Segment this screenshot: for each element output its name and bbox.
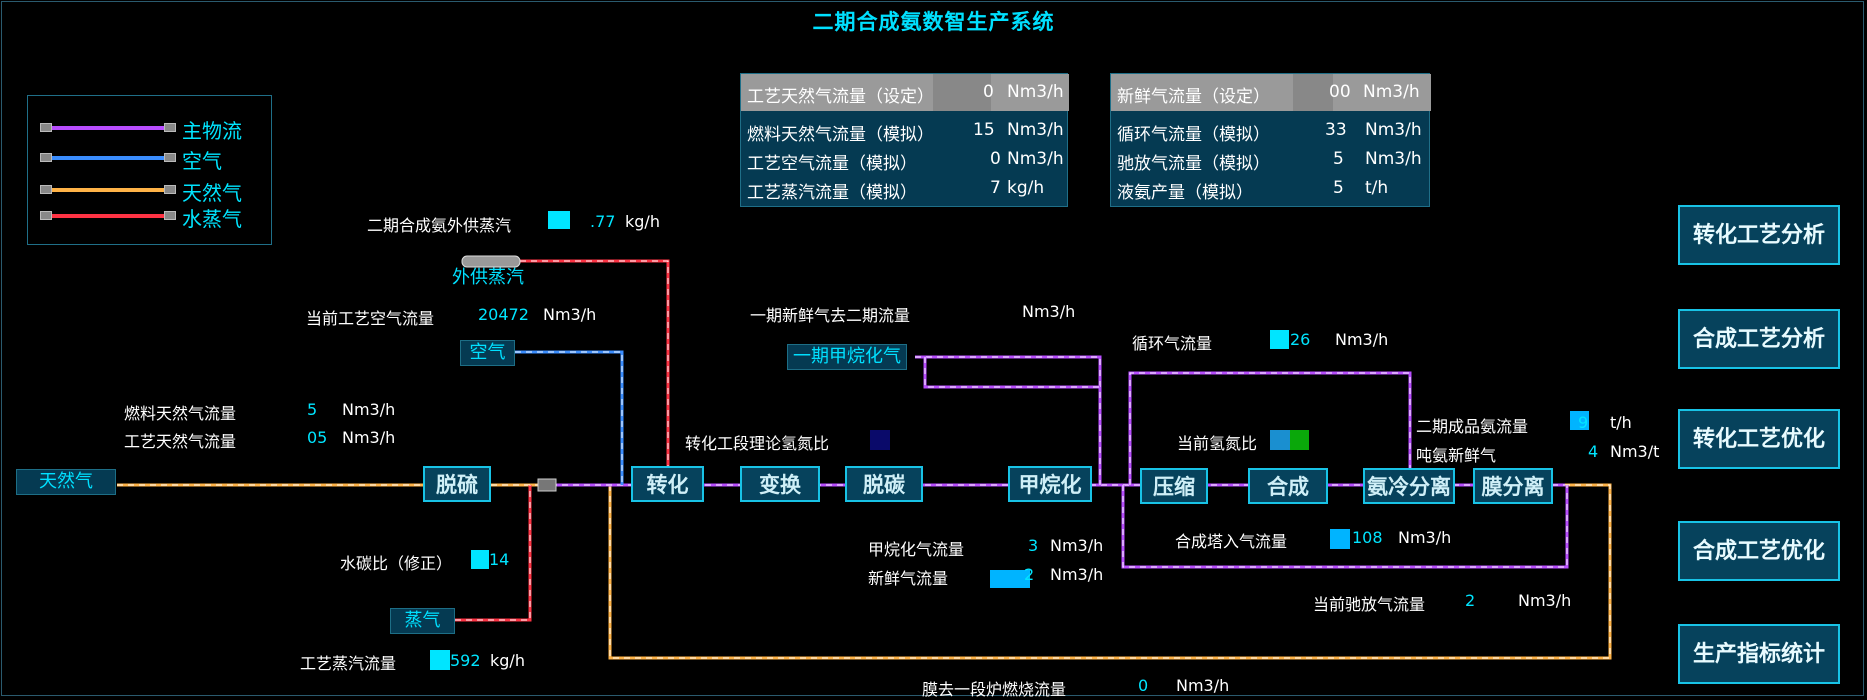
page-title: 二期合成氨数智生产系统 xyxy=(812,10,1055,34)
h2n2-current-box-b xyxy=(1290,430,1309,450)
btn-production-statistics[interactable]: 生产指标统计 xyxy=(1678,624,1840,684)
product-ammonia-box xyxy=(1570,411,1589,430)
btn-reforming-analysis[interactable]: 转化工艺分析 xyxy=(1678,205,1840,265)
legend-natural-gas: 天然气 xyxy=(40,177,262,205)
recycle-flow-box xyxy=(1270,330,1289,349)
unit-synthesis[interactable]: 合成 xyxy=(1248,468,1328,504)
unit-ammonia-separation[interactable]: 氨冷分离 xyxy=(1363,468,1455,504)
valve-icon xyxy=(537,478,557,492)
unit-methanation[interactable]: 甲烷化 xyxy=(1008,466,1092,502)
unit-reforming[interactable]: 转化 xyxy=(631,466,704,502)
process-steam-box xyxy=(430,650,450,670)
tag-air[interactable]: 空气 xyxy=(460,340,515,366)
panel-process-sim: 工艺天然气流量（设定） 0 Nm3/h 燃料天然气流量（模拟） 15 Nm3/h… xyxy=(740,73,1069,207)
h2n2-theory-box xyxy=(870,430,890,450)
unit-compression[interactable]: 压缩 xyxy=(1140,468,1208,504)
air-line xyxy=(515,350,624,485)
synth-inlet-box xyxy=(1330,529,1350,549)
steam-export-label: 二期合成氨外供蒸汽 xyxy=(367,216,512,235)
steam-export-box xyxy=(548,211,570,229)
legend-steam: 水蒸气 xyxy=(40,203,262,231)
panel-header[interactable]: 工艺天然气流量（设定） 0 Nm3/h xyxy=(741,74,1069,111)
tag-steam[interactable]: 蒸气 xyxy=(390,608,455,634)
steam-line xyxy=(455,259,670,622)
steam-drum-icon xyxy=(461,255,521,268)
legend: 主物流 空气 天然气 水蒸气 xyxy=(27,95,272,245)
btn-reforming-optimization[interactable]: 转化工艺优化 xyxy=(1678,409,1840,469)
tag-natural-gas[interactable]: 天然气 xyxy=(16,469,116,495)
steam-carbon-box xyxy=(471,550,489,569)
fresh-gas-box xyxy=(990,570,1030,588)
setpoint-input[interactable] xyxy=(1293,74,1333,111)
btn-synthesis-analysis[interactable]: 合成工艺分析 xyxy=(1678,309,1840,369)
setpoint-input[interactable] xyxy=(933,74,991,111)
unit-desulfurization[interactable]: 脱硫 xyxy=(423,466,491,502)
panel-synthesis-sim: 新鲜气流量（设定） 00 Nm3/h 循环气流量（模拟） 33 Nm3/h 驰放… xyxy=(1110,73,1431,207)
unit-membrane-separation[interactable]: 膜分离 xyxy=(1473,468,1553,504)
h2n2-current-box-a xyxy=(1270,430,1290,450)
tag-export-steam: 外供蒸汽 xyxy=(452,267,524,288)
unit-shift[interactable]: 变换 xyxy=(740,466,820,502)
panel-header[interactable]: 新鲜气流量（设定） 00 Nm3/h xyxy=(1111,74,1431,111)
legend-air: 空气 xyxy=(40,145,262,173)
unit-decarbonization[interactable]: 脱碳 xyxy=(845,466,923,502)
tag-phase1-methanation[interactable]: 一期甲烷化气 xyxy=(787,344,907,370)
btn-synthesis-optimization[interactable]: 合成工艺优化 xyxy=(1678,521,1840,581)
legend-main-flow: 主物流 xyxy=(40,115,262,143)
